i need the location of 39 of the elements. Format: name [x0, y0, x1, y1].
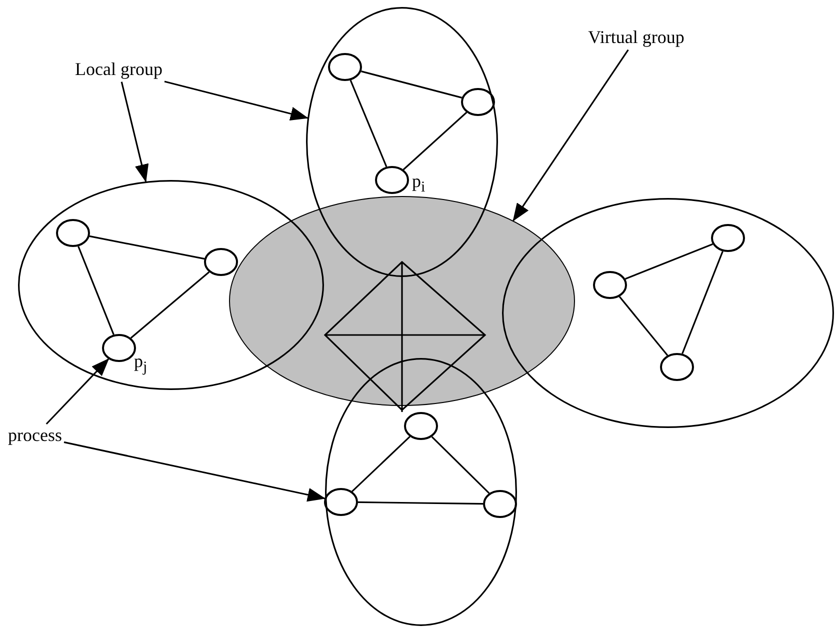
leader-arrow — [164, 80, 308, 121]
process-circle — [102, 334, 136, 362]
callout-label: Virtual group — [588, 28, 684, 48]
connector-line — [431, 436, 490, 494]
group-ellipse — [18, 180, 324, 390]
process-circle — [483, 490, 517, 518]
leader-arrow — [64, 441, 326, 502]
callout-label: process — [8, 426, 62, 446]
process-circle — [461, 88, 495, 116]
connector-line — [358, 501, 484, 505]
connector-line — [402, 112, 468, 170]
process-circle — [375, 166, 409, 194]
connector-line — [361, 70, 462, 98]
leader-arrow — [120, 82, 149, 182]
leader-arrow — [512, 49, 629, 222]
connector-line — [682, 251, 724, 354]
connector-line — [618, 296, 668, 356]
process-circle — [660, 353, 694, 381]
process-circle — [593, 271, 627, 299]
group-ellipse — [502, 198, 834, 428]
connector-line — [130, 271, 210, 339]
connector-line — [352, 436, 410, 492]
leader-arrow — [46, 358, 110, 425]
connector-line — [89, 235, 205, 260]
group-ellipse — [325, 358, 517, 626]
process-label: p$_{j}$ — [134, 352, 148, 376]
process-circle — [204, 248, 238, 276]
callout-label: Local group — [75, 60, 162, 80]
process-circle — [328, 53, 362, 81]
group-ellipse — [306, 7, 498, 277]
process-circle — [324, 488, 358, 516]
connector-line — [78, 246, 114, 335]
shaded-ellipse — [229, 196, 575, 406]
connector-line — [350, 80, 388, 168]
process-circle — [56, 219, 90, 247]
process-circle — [404, 412, 438, 440]
process-circle — [711, 224, 745, 252]
connector-line — [625, 243, 713, 280]
process-label: p$_{i}$ — [412, 172, 426, 196]
